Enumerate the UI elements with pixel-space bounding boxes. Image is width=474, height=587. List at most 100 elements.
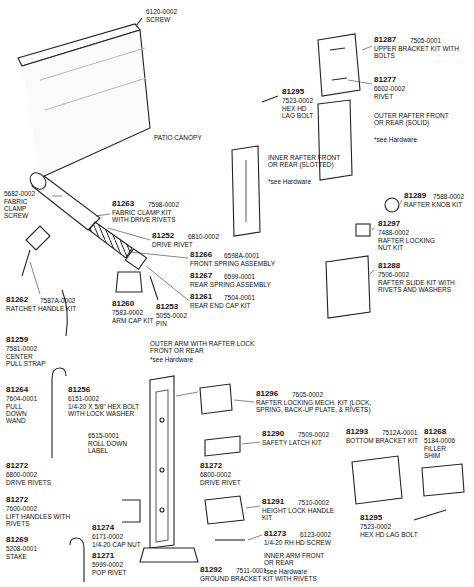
part-description: 1/4-20 CAP NUT (92, 541, 146, 548)
part-number: 7598-0002 (148, 201, 188, 208)
callout-number: 81277 (374, 76, 410, 85)
rh-screw (215, 539, 245, 540)
callout-number: 81263 (112, 200, 152, 209)
height-lock-handle (205, 496, 244, 524)
part-description: CENTER PULL STRAP (6, 353, 46, 367)
callout-number: 81288 (378, 262, 414, 271)
ratchet-handle (22, 226, 50, 276)
part-description: RAFTER LOCKING MECH. KIT (LOCK, SPRING, … (256, 399, 376, 413)
part-number: 7587A-0002 (40, 297, 85, 304)
part-description: OUTER ARM WITH RAFTER LOCK FRONT OR REAR (150, 340, 260, 354)
part-description: RIVET (374, 93, 404, 100)
part-description: STAKE (6, 553, 36, 560)
part-number: 6120-0002 (146, 8, 191, 15)
part-description: HEX HD LAG BOLT (360, 531, 420, 538)
part-description: HEX HD LAG BOLT (282, 105, 316, 119)
part-description: FABRIC CLAMP KIT WITH DRIVE RIVETS (112, 209, 184, 223)
part-number: 5999-0002 (92, 561, 132, 568)
outer-arm (150, 376, 174, 548)
part-description: FILLER SHIM (424, 445, 464, 459)
part-description: *see Hardware (150, 356, 210, 363)
spring-coil (89, 222, 132, 258)
lag-bolt (414, 510, 446, 520)
part-number: 7505-0001 (410, 37, 450, 44)
part-description: RAFTER KNOB KIT (404, 201, 469, 208)
callout-number: 81274 (92, 524, 128, 533)
part-description: RAFTER SLIDE KIT WITH RIVETS AND WASHERS (378, 279, 466, 293)
callout-number: 81260 (112, 300, 148, 309)
part-description: SAFETY LATCH KIT (262, 439, 332, 446)
part-description: HEIGHT LOCK HANDLE KIT (262, 507, 346, 521)
callout-number: 81290 (262, 430, 298, 439)
callout-number: 81295 (360, 514, 396, 523)
part-description: ARM CAP KIT (112, 317, 157, 324)
part-description: 1/4-20 X 5/8" HEX BOLT WITH LOCK WASHER (68, 403, 144, 417)
upper-bracket (318, 34, 360, 96)
callout-number: 81268 (424, 428, 460, 437)
callout-number: 81259 (6, 336, 42, 345)
callout-number: 81252 (152, 232, 188, 241)
part-number: 7512A-0001 (382, 429, 424, 436)
part-number: 7583-0002 (112, 309, 152, 316)
part-description: SCREW (146, 16, 186, 23)
part-description: POP RIVET (92, 569, 142, 576)
part-number: 7523-0002 (360, 523, 400, 530)
part-description: DRIVE RIVETS (6, 479, 61, 486)
pin (150, 276, 158, 300)
part-description: PIN (156, 320, 176, 327)
filler-shim (422, 464, 464, 496)
part-description: GROUND BRACKET KIT WITH RIVETS (200, 575, 330, 582)
part-number: 7581-0002 (6, 345, 46, 352)
part-number: 5682-0002 (4, 190, 54, 197)
callout-number: 81272 (6, 496, 42, 505)
locking-mech (200, 384, 232, 414)
callout-number: 81287 (374, 36, 410, 45)
callout-number: 81292 (200, 566, 236, 575)
part-description: RATCHET HANDLE KIT (6, 305, 86, 312)
part-number: 6123-0002 (300, 531, 340, 538)
part-number: 7509-0002 (298, 431, 338, 438)
part-description: *see Hardware (374, 136, 434, 143)
part-number: 7510-0002 (298, 499, 338, 506)
part-number: 7488-0002 (378, 229, 418, 236)
part-number: 5055-0002 (156, 312, 196, 319)
part-description: FRONT SPRING ASSEMBLY (190, 260, 280, 267)
callout-number: 81273 (264, 530, 300, 539)
callout-number: 81271 (92, 552, 128, 561)
arm-cap (116, 272, 142, 292)
part-number: 6151-0002 (68, 395, 108, 402)
callout-number: 81297 (378, 220, 414, 229)
part-number: 7504-0001 (224, 294, 269, 301)
part-number: 6599-0001 (224, 273, 269, 280)
part-description: UPPER BRACKET KIT WITH BOLTS (374, 45, 464, 59)
part-number: 6171-0002 (92, 533, 132, 540)
leader-lines (30, 46, 402, 540)
patio-canopy (22, 30, 150, 178)
callout-number: 81267 (190, 272, 226, 281)
callout-number: 81262 (6, 296, 42, 305)
part-number: 7506-0002 (378, 271, 418, 278)
callout-number: 81272 (200, 462, 236, 471)
inner-rafter (232, 146, 260, 236)
part-number: 6515-0001 (88, 432, 138, 439)
part-description: ROLL DOWN LABEL (88, 440, 148, 454)
part-number: 6810-0002 (188, 233, 228, 240)
part-description: REAR SPRING ASSEMBLY (190, 281, 280, 288)
callout-number: 81264 (6, 386, 42, 395)
part-description: INNER RAFTER FRONT OR REAR (SLOTTED) (268, 154, 342, 168)
part-description: FABRIC CLAMP SCREW (4, 198, 48, 219)
part-number: 5208-0001 (6, 545, 46, 552)
callout-number: 81293 (346, 428, 382, 437)
part-description: *see Hardware (268, 178, 328, 185)
lift-handle (122, 500, 140, 522)
part-description: 1/4-20 RH HD SCREW (264, 539, 344, 546)
part-description: PULL DOWN WAND (6, 403, 34, 424)
locking-nut (356, 224, 370, 236)
part-number: 7600-0002 (6, 505, 46, 512)
lag-bolt (262, 96, 278, 102)
callout-number: 81296 (256, 390, 292, 399)
part-description: DRIVE RIVET (152, 241, 202, 248)
part-description: INNER ARM FRONT OR REAR (264, 552, 334, 566)
part-description: RAFTER LOCKING NUT KIT (378, 237, 438, 251)
part-description: REAR END CAP KIT (190, 302, 270, 309)
